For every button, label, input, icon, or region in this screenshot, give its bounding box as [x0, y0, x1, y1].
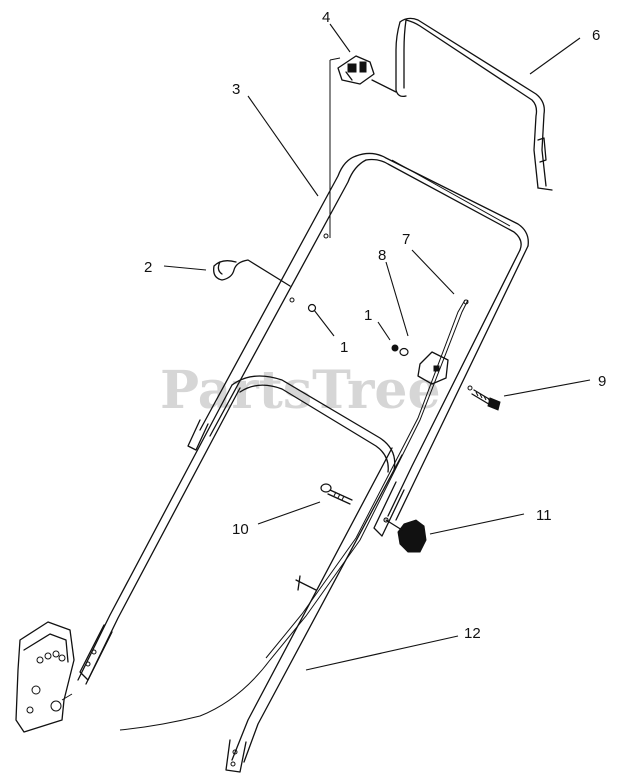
- knob-part: [383, 517, 427, 553]
- callout-1-left: 1: [340, 339, 348, 356]
- height-adjust-bracket: [15, 621, 75, 733]
- callout-7: 7: [402, 231, 410, 248]
- callout-labels: 4 6 3 7 8 2 1 1 9 11 10 12: [144, 9, 606, 642]
- switch-bracket-part: [337, 55, 375, 85]
- bail-part: [371, 17, 553, 191]
- callout-3: 3: [232, 81, 240, 98]
- cable-clip-part: [213, 259, 291, 287]
- nut-part-left: [307, 303, 317, 313]
- callout-4: 4: [322, 9, 330, 26]
- callout-12: 12: [464, 625, 481, 642]
- callout-1-right: 1: [364, 307, 372, 324]
- callout-8: 8: [378, 247, 386, 264]
- callout-2: 2: [144, 259, 152, 276]
- callout-6: 6: [592, 27, 600, 44]
- cable-part: [119, 299, 469, 731]
- leader-lines: [163, 23, 591, 671]
- callout-9: 9: [598, 373, 606, 390]
- carriage-bolt-part: [320, 483, 353, 505]
- bolt-part-upper: [471, 389, 501, 411]
- upper-handle-part: [187, 152, 529, 537]
- callout-10: 10: [232, 521, 249, 538]
- nut-part-right: [391, 344, 399, 352]
- callout-11: 11: [536, 507, 552, 524]
- lower-handle-part: [77, 375, 403, 773]
- washer-part: [399, 347, 409, 357]
